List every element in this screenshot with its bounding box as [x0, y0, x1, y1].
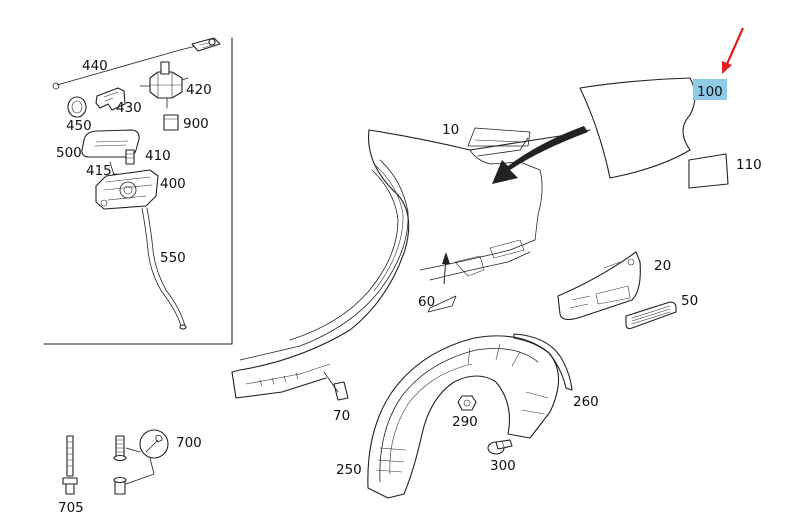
callout-100-highlight	[693, 79, 727, 100]
part-250-wheel-liner[interactable]	[367, 335, 560, 499]
part-20-bracket[interactable]	[557, 251, 641, 321]
red-arrow-icon	[722, 27, 745, 74]
assembly-arrow-icon	[492, 126, 588, 184]
part-700-screw-set[interactable]	[113, 435, 155, 495]
part-420-actuator[interactable]	[139, 61, 189, 109]
callout-70[interactable]: 70	[333, 408, 350, 424]
callout-300[interactable]: 300	[490, 458, 516, 474]
part-400-housing[interactable]	[95, 169, 159, 210]
part-705-bolt[interactable]	[62, 435, 78, 495]
callout-420[interactable]: 420	[186, 82, 212, 98]
callout-100[interactable]: 100	[697, 84, 723, 100]
part-110-patch[interactable]	[688, 153, 729, 189]
callout-50[interactable]: 50	[681, 293, 698, 309]
part-290-nut[interactable]	[457, 395, 477, 411]
part-50-vent[interactable]	[625, 301, 677, 330]
callout-290[interactable]: 290	[452, 414, 478, 430]
callout-400[interactable]: 400	[160, 176, 186, 192]
inset-frame	[43, 37, 233, 345]
part-550-hose[interactable]	[141, 207, 187, 330]
callout-550[interactable]: 550	[160, 250, 186, 266]
callout-415[interactable]: 415	[86, 163, 112, 179]
part-410-pin[interactable]	[125, 149, 135, 165]
part-500-flap[interactable]	[81, 129, 140, 158]
callout-440[interactable]: 440	[82, 58, 108, 74]
callout-10[interactable]: 10	[442, 122, 459, 138]
callout-700[interactable]: 700	[176, 435, 202, 451]
part-300-push-clip[interactable]	[487, 439, 513, 455]
part-430-bracket[interactable]	[95, 87, 126, 111]
part-70-clip[interactable]	[323, 371, 349, 401]
part-10-side-panel[interactable]	[231, 127, 591, 399]
callout-500[interactable]: 500	[56, 145, 82, 161]
part-260-strip[interactable]	[513, 333, 573, 391]
callout-430[interactable]: 430	[116, 100, 142, 116]
callout-20[interactable]: 20	[654, 258, 671, 274]
part-900-connector[interactable]	[163, 114, 179, 131]
wrench-icon	[139, 429, 169, 459]
part-440-cable[interactable]	[52, 37, 221, 90]
callout-410[interactable]: 410	[145, 148, 171, 164]
part-60-label[interactable]	[427, 252, 457, 313]
callout-900[interactable]: 900	[183, 116, 209, 132]
callout-250[interactable]: 250	[336, 462, 362, 478]
callout-110[interactable]: 110	[736, 157, 762, 173]
callout-450[interactable]: 450	[66, 118, 92, 134]
callout-705[interactable]: 705	[58, 500, 84, 516]
callout-60[interactable]: 60	[418, 294, 435, 310]
callout-260[interactable]: 260	[573, 394, 599, 410]
part-450-cap[interactable]	[67, 96, 87, 118]
part-100-outer-panel[interactable]	[579, 77, 696, 179]
